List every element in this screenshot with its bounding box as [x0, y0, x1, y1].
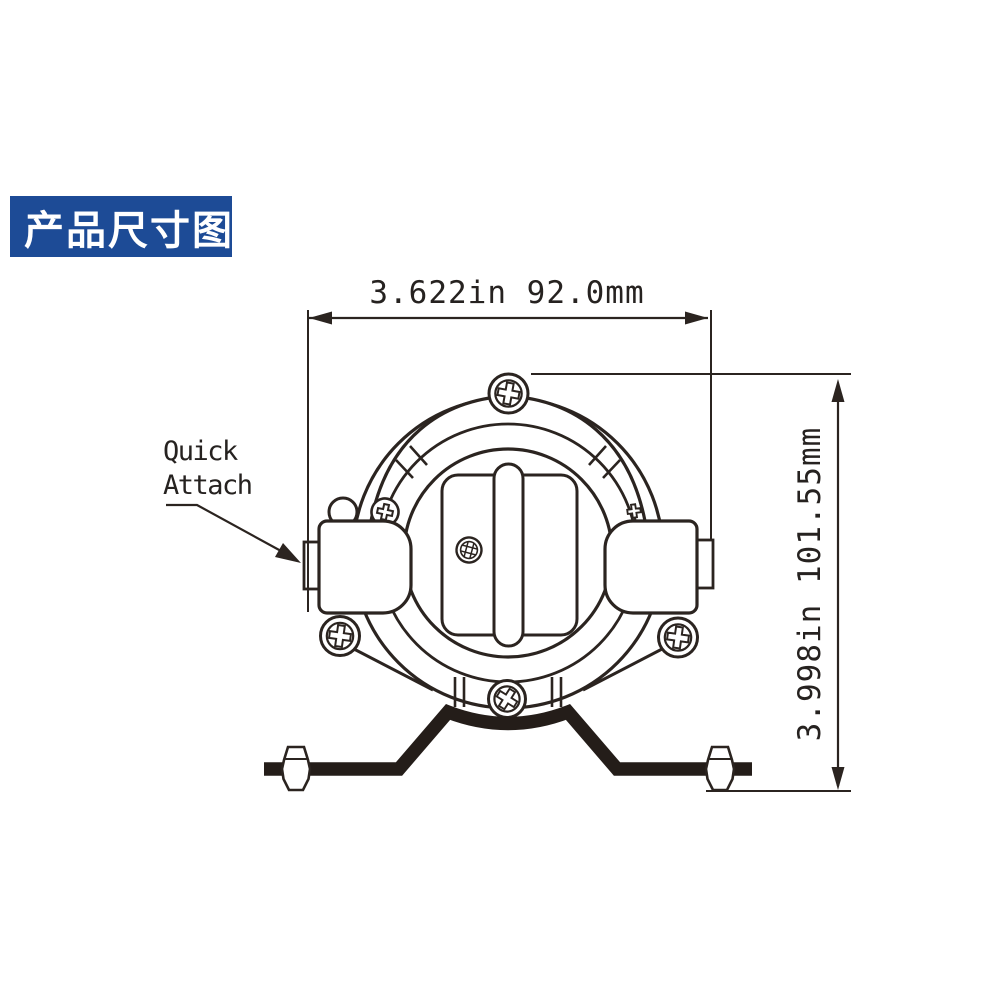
screw-bottom-left — [319, 615, 361, 657]
rubber-foot-right — [704, 745, 736, 792]
arrowhead-right — [685, 311, 708, 325]
screw-bottom-center — [487, 679, 527, 719]
dimension-width: 3.622in 92.0mm — [307, 275, 712, 612]
right-port — [603, 519, 699, 615]
quick-attach-label-line1: Quick — [163, 436, 238, 467]
screw-bottom-right — [657, 616, 699, 659]
bracket-bar — [264, 703, 752, 776]
arrowhead-left — [309, 311, 332, 325]
product-title-text: 产品尺寸图 — [24, 207, 234, 254]
band-hatch — [409, 445, 428, 466]
band-hatch — [588, 445, 607, 466]
product-title-badge: 产品尺寸图 — [10, 196, 232, 257]
arrowhead-down — [831, 767, 845, 790]
height-dimension-label: 3.998in 101.55mm — [792, 427, 828, 742]
quick-attach-callout: Quick Attach — [163, 436, 301, 563]
arrowhead-up — [831, 379, 845, 402]
plate-slot — [492, 462, 525, 648]
dimension-height: 3.998in 101.55mm — [531, 373, 851, 792]
mount-bracket — [264, 703, 752, 792]
width-dimension-label: 3.622in 92.0mm — [369, 275, 644, 311]
band-hatch — [395, 459, 414, 479]
rubber-foot-left — [280, 745, 312, 792]
screw-top — [487, 372, 530, 415]
leader-arrowhead — [275, 543, 301, 563]
band-hatch — [602, 459, 621, 479]
clamp-band-details — [395, 445, 621, 707]
leader-line — [166, 503, 282, 552]
left-port — [317, 519, 413, 615]
plate-screw — [455, 536, 483, 564]
center-plate — [440, 462, 579, 648]
quick-attach-label-line2: Attach — [163, 470, 252, 501]
ear-line-right — [582, 646, 665, 692]
ear-line-left — [351, 646, 434, 692]
